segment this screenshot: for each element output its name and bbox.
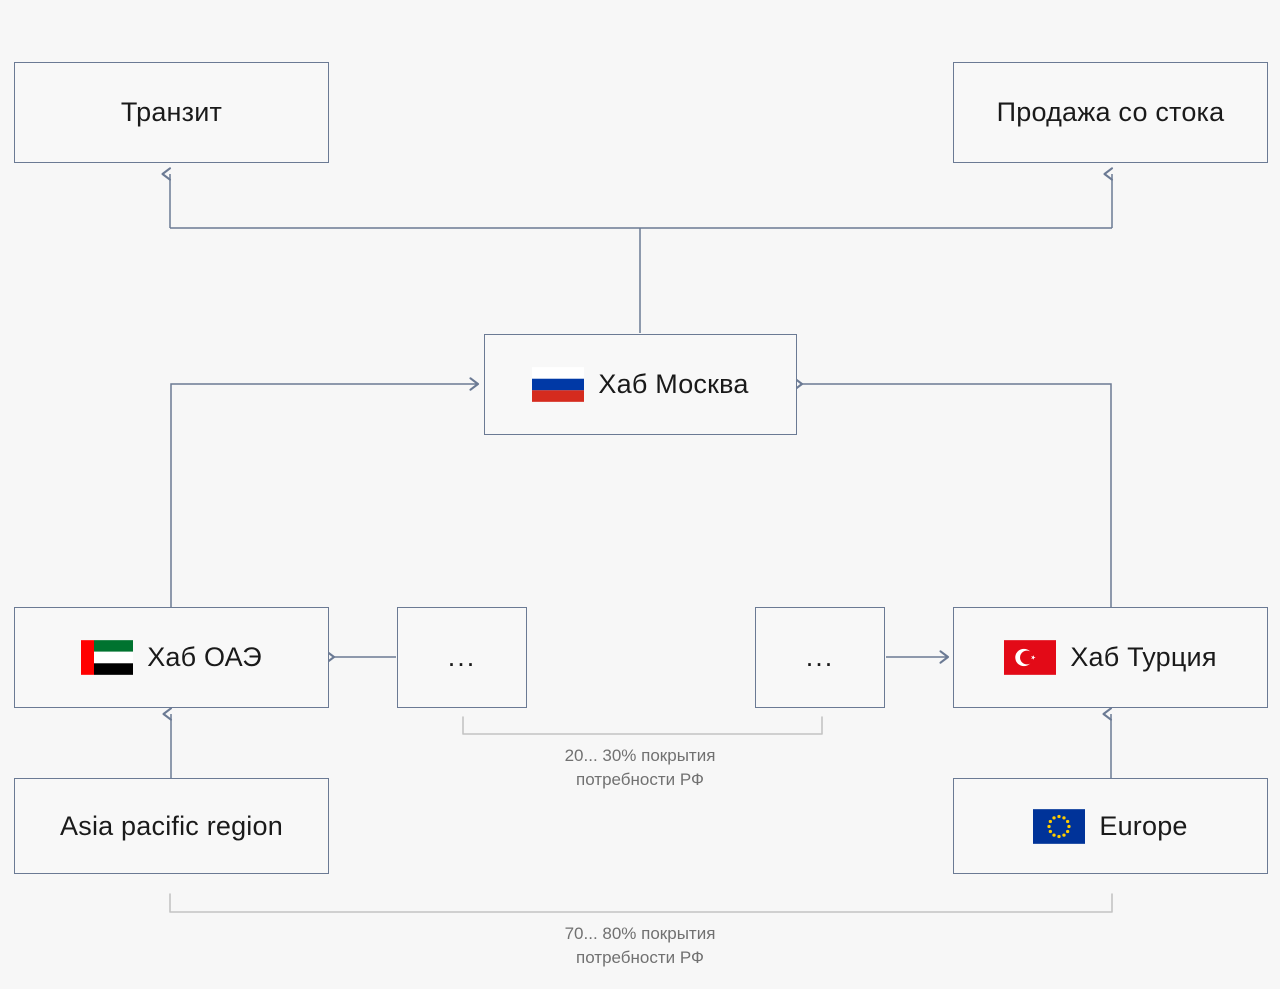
node-placeholder-right-label: ... <box>805 642 835 672</box>
edge-turkey-to-moscow <box>793 377 1112 607</box>
bracket-middle <box>462 716 823 735</box>
edge-uae-to-moscow <box>170 377 480 607</box>
uae-flag-icon <box>81 640 134 675</box>
node-hub-turkey[interactable]: Хаб Турция <box>953 607 1268 708</box>
node-placeholder-left-label: ... <box>447 642 477 672</box>
node-europe-label: Europe <box>1099 810 1188 841</box>
node-hub-uae[interactable]: Хаб ОАЭ <box>14 607 329 708</box>
node-europe[interactable]: Europe <box>953 778 1268 874</box>
bracket-bottom <box>169 893 1113 913</box>
caption-bottom-coverage: 70... 80% покрытия потребности РФ <box>564 924 716 967</box>
node-placeholder-right[interactable]: ... <box>755 607 885 708</box>
node-hub-turkey-label: Хаб Турция <box>1070 642 1217 672</box>
node-hub-uae-label: Хаб ОАЭ <box>147 642 262 672</box>
node-stock-sale-label: Продажа со стока <box>996 97 1225 127</box>
node-placeholder-left[interactable]: ... <box>397 607 527 708</box>
russia-flag-icon <box>532 367 585 402</box>
node-hub-moscow-label: Хаб Москва <box>598 369 749 399</box>
eu-flag-icon <box>1033 808 1086 844</box>
caption-middle-coverage: 20... 30% покрытия потребности РФ <box>564 746 716 789</box>
node-asia-pacific[interactable]: Asia pacific region <box>14 778 329 874</box>
node-stock-sale[interactable]: Продажа со стока <box>953 62 1268 163</box>
node-asia-pacific-label: Asia pacific region <box>60 810 283 841</box>
turkey-flag-icon <box>1004 640 1057 675</box>
edge-moscow-to-top-outputs <box>161 167 1114 333</box>
node-transit[interactable]: Транзит <box>14 62 329 163</box>
node-hub-moscow[interactable]: Хаб Москва <box>484 334 797 435</box>
node-transit-label: Транзит <box>120 97 223 127</box>
